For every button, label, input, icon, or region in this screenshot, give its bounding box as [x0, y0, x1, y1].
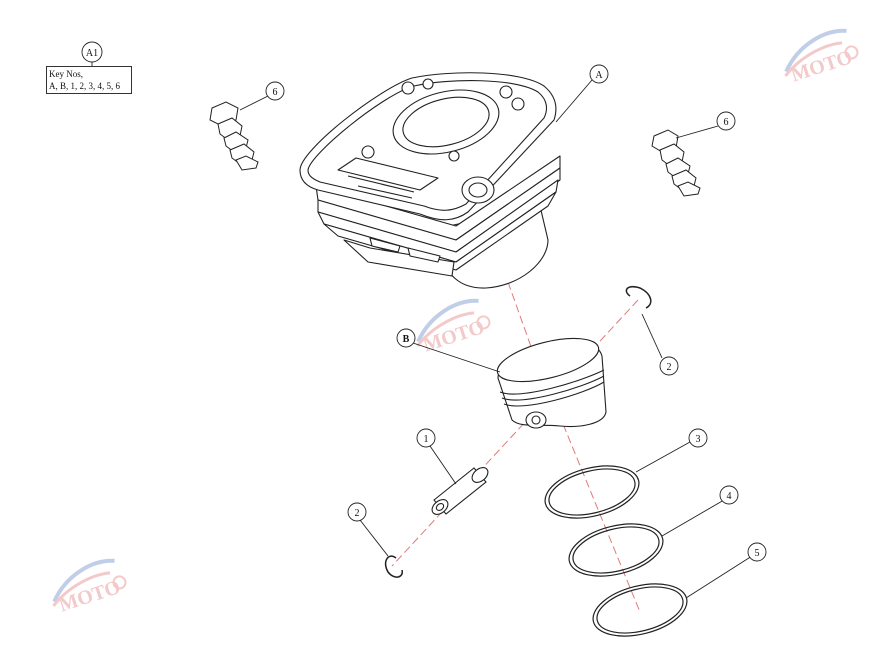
cylinder-block — [299, 72, 561, 289]
callout-ring-second: 4 — [719, 485, 739, 505]
callout-ring-oil: 5 — [747, 542, 767, 562]
stud-right — [651, 129, 701, 197]
callout-ring-top: 3 — [688, 428, 708, 448]
svg-text:A: A — [595, 70, 603, 81]
svg-text:2: 2 — [355, 508, 360, 519]
svg-text:2: 2 — [667, 362, 672, 373]
callout-stud-right: 6 — [716, 111, 736, 131]
callout-circlip-right: 2 — [659, 356, 679, 376]
callout-stud-left: 6 — [265, 81, 285, 101]
key-numbers-box: Key Nos, A, B, 1, 2, 3, 4, 5, 6 — [46, 66, 132, 94]
svg-text:1: 1 — [424, 434, 429, 445]
watermark-center: MOTO — [416, 298, 491, 356]
circlip-right — [625, 285, 652, 309]
piston-ring-second — [568, 523, 664, 577]
svg-text:3: 3 — [696, 434, 701, 445]
callout-circlip-left: 2 — [347, 502, 367, 522]
svg-text:6: 6 — [724, 117, 729, 128]
circlip-left — [384, 555, 403, 578]
callout-sheet: A1 — [81, 41, 103, 63]
callout-piston: B — [396, 328, 416, 348]
piston — [496, 337, 607, 429]
stud-left — [209, 101, 259, 171]
piston-pin — [431, 467, 489, 515]
leader-lines — [91, 62, 753, 599]
piston-ring-top — [544, 465, 640, 519]
svg-text:4: 4 — [727, 491, 732, 502]
piston-ring-oil — [592, 583, 688, 637]
watermark-top-right: MOTO — [784, 28, 859, 86]
svg-text:B: B — [403, 334, 410, 345]
watermark-bottom-left: MOTO — [52, 558, 127, 616]
key-box-heading: Key Nos, — [49, 69, 83, 79]
callout-piston-pin: 1 — [416, 428, 436, 448]
callout-cylinder: A — [589, 64, 609, 84]
svg-text:6: 6 — [273, 87, 278, 98]
key-box-list: A, B, 1, 2, 3, 4, 5, 6 — [49, 81, 121, 91]
svg-text:5: 5 — [755, 548, 760, 559]
svg-text:A1: A1 — [86, 48, 98, 59]
